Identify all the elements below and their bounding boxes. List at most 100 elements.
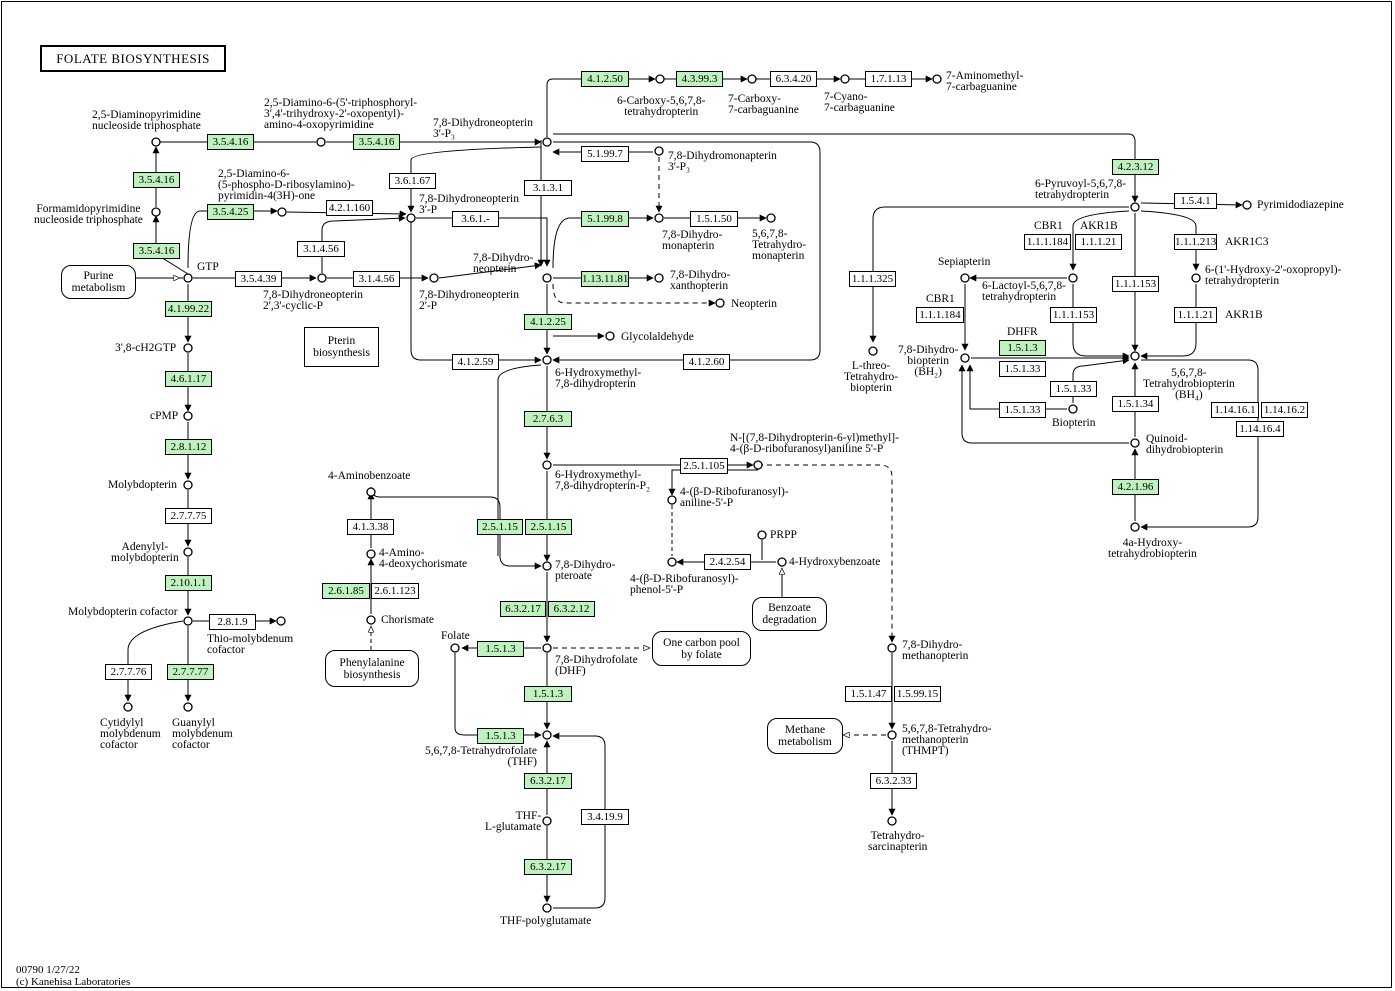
enzyme-box[interactable]: 6.3.2.17 bbox=[524, 773, 572, 789]
enzyme-box[interactable]: 1.5.1.33 bbox=[999, 361, 1046, 377]
enzyme-box[interactable]: 3.1.4.56 bbox=[353, 271, 400, 287]
compound-label: PRPP bbox=[770, 529, 797, 541]
enzyme-box[interactable]: 4.2.1.96 bbox=[1112, 479, 1159, 495]
enzyme-box[interactable]: 1.1.1.21 bbox=[1174, 307, 1217, 323]
enzyme-box[interactable]: 1.1.1.21 bbox=[1075, 234, 1122, 250]
enzyme-box[interactable]: 4.1.2.25 bbox=[524, 314, 572, 330]
enzyme-box[interactable]: 4.1.3.38 bbox=[347, 519, 394, 535]
enzyme-box[interactable]: 1.5.1.3 bbox=[477, 728, 524, 744]
gene-label: CBR1 bbox=[1034, 220, 1063, 232]
enzyme-box[interactable]: 1.14.16.1 bbox=[1211, 402, 1259, 418]
compound-label: 7,8-Dihydro- monapterin bbox=[662, 229, 723, 252]
compound-label: Thio-molybdenum cofactor bbox=[207, 633, 294, 656]
enzyme-box[interactable]: 3.5.4.39 bbox=[235, 271, 282, 287]
enzyme-box[interactable]: 3.5.4.16 bbox=[207, 134, 254, 150]
enzyme-box[interactable]: 6.3.4.20 bbox=[770, 71, 817, 87]
compound-label: 4a-Hydroxy- tetrahydrobiopterin bbox=[1108, 537, 1197, 560]
enzyme-box[interactable]: 4.2.3.12 bbox=[1112, 159, 1159, 175]
gene-label: AKR1B bbox=[1080, 220, 1118, 232]
enzyme-box[interactable]: 3.6.1.67 bbox=[389, 173, 436, 189]
map-link-pterin-biosynthesis[interactable]: Pterin biosynthesis bbox=[304, 327, 379, 367]
enzyme-box[interactable]: 3.1.3.1 bbox=[524, 180, 572, 196]
enzyme-box[interactable]: 3.5.4.16 bbox=[133, 243, 180, 259]
enzyme-box[interactable]: 6.3.2.17 bbox=[524, 859, 572, 875]
compound-label: Sepiapterin bbox=[938, 256, 991, 268]
enzyme-box[interactable]: 4.1.2.60 bbox=[683, 354, 730, 370]
enzyme-box[interactable]: 1.5.1.34 bbox=[1112, 396, 1159, 412]
compound-label: 5,6,7,8-Tetrahydrofolate (THF) bbox=[425, 745, 537, 768]
enzyme-box[interactable]: 1.1.1.153 bbox=[1112, 276, 1159, 292]
enzyme-box[interactable]: 4.2.1.160 bbox=[326, 200, 373, 216]
enzyme-box[interactable]: 3.5.4.16 bbox=[353, 134, 400, 150]
map-title: FOLATE BIOSYNTHESIS bbox=[40, 45, 226, 72]
enzyme-box[interactable]: 1.5.1.3 bbox=[999, 340, 1046, 356]
compound-label: 6-Hydroxymethyl- 7,8-dihydropterin-P₂ bbox=[555, 469, 651, 492]
enzyme-box[interactable]: 5.1.99.7 bbox=[581, 146, 629, 162]
enzyme-box[interactable]: 1.14.16.4 bbox=[1236, 421, 1284, 437]
enzyme-box[interactable]: 2.10.1.1 bbox=[165, 575, 212, 591]
enzyme-box[interactable]: 2.4.2.54 bbox=[704, 554, 751, 570]
map-link-one-carbon-pool[interactable]: One carbon pool by folate bbox=[652, 631, 751, 666]
enzyme-box[interactable]: 6.3.2.12 bbox=[548, 601, 595, 617]
compound-label: 7-Cyano- 7-carbaguanine bbox=[824, 91, 895, 114]
enzyme-box[interactable]: 2.7.7.77 bbox=[167, 664, 214, 680]
enzyme-box[interactable]: 1.5.1.3 bbox=[477, 641, 524, 657]
enzyme-box[interactable]: 2.5.1.15 bbox=[477, 519, 523, 535]
compound-label: 7,8-Dihydroneopterin 2',3'-cyclic-P bbox=[263, 289, 363, 312]
compound-label: 5,6,7,8- Tetrahydrobiopterin (BH₄) bbox=[1143, 367, 1235, 401]
enzyme-box[interactable]: 1.5.4.1 bbox=[1174, 193, 1217, 209]
enzyme-box[interactable]: 2.5.1.15 bbox=[525, 519, 572, 535]
enzyme-box[interactable]: 3.4.19.9 bbox=[581, 809, 629, 825]
enzyme-box[interactable]: 6.3.2.17 bbox=[500, 601, 546, 617]
enzyme-box[interactable]: 2.7.7.76 bbox=[105, 664, 152, 680]
enzyme-box[interactable]: 3.6.1.- bbox=[452, 211, 499, 227]
enzyme-box[interactable]: 1.13.11.81 bbox=[581, 271, 629, 287]
enzyme-box[interactable]: 4.1.2.50 bbox=[581, 71, 629, 87]
enzyme-box[interactable]: 1.5.99.15 bbox=[894, 686, 941, 702]
enzyme-box[interactable]: 2.8.1.12 bbox=[165, 439, 212, 455]
compound-nodes bbox=[123, 74, 1252, 913]
enzyme-box[interactable]: 1.7.1.13 bbox=[865, 71, 912, 87]
enzyme-box[interactable]: 3.5.4.25 bbox=[207, 204, 254, 220]
enzyme-box[interactable]: 2.7.7.75 bbox=[165, 508, 212, 524]
map-link-purine-metabolism[interactable]: Purine metabolism bbox=[61, 265, 136, 299]
enzyme-box[interactable]: 2.7.6.3 bbox=[524, 411, 572, 427]
enzyme-box[interactable]: 1.5.1.47 bbox=[845, 686, 892, 702]
enzyme-box[interactable]: 1.5.1.33 bbox=[999, 402, 1046, 418]
enzyme-box[interactable]: 1.1.1.213 bbox=[1174, 234, 1217, 250]
compound-label: 7,8-Dihydro- neopterin bbox=[473, 252, 534, 275]
enzyme-box[interactable]: 4.1.99.22 bbox=[165, 301, 212, 317]
enzyme-box[interactable]: 2.8.1.9 bbox=[209, 614, 256, 630]
enzyme-box[interactable]: 1.14.16.2 bbox=[1261, 402, 1308, 418]
compound-label: 6-Pyruvoyl-5,6,7,8- tetrahydropterin bbox=[1035, 178, 1127, 201]
enzyme-box[interactable]: 1.1.1.184 bbox=[1024, 234, 1071, 250]
map-link-methane-metabolism[interactable]: Methane metabolism bbox=[767, 718, 843, 754]
enzyme-box[interactable]: 3.1.4.56 bbox=[297, 241, 345, 257]
compound-label: 7-Carboxy- 7-carbaguanine bbox=[728, 93, 799, 116]
enzyme-box[interactable]: 2.6.1.123 bbox=[371, 583, 419, 599]
enzyme-box[interactable]: 1.1.1.325 bbox=[849, 271, 896, 287]
compound-label: GTP bbox=[197, 261, 219, 273]
enzyme-box[interactable]: 4.1.2.59 bbox=[452, 354, 499, 370]
map-link-benzoate-degradation[interactable]: Benzoate degradation bbox=[752, 597, 827, 631]
enzyme-box[interactable]: 1.5.1.33 bbox=[1050, 381, 1097, 397]
compound-label: 3',8-cH2GTP bbox=[115, 342, 177, 354]
enzyme-box[interactable]: 1.5.1.50 bbox=[690, 211, 738, 227]
enzyme-box[interactable]: 5.1.99.8 bbox=[581, 211, 629, 227]
enzyme-box[interactable]: 1.1.1.184 bbox=[916, 307, 964, 323]
compound-label: 7,8-Dihydroneopterin 3'-P bbox=[419, 193, 519, 216]
map-link-phenylalanine-biosynthesis[interactable]: Phenylalanine biosynthesis bbox=[325, 650, 419, 687]
enzyme-box[interactable]: 6.3.2.33 bbox=[870, 773, 917, 789]
compound-label: 7,8-Dihydro- pteroate bbox=[555, 559, 616, 582]
enzyme-box[interactable]: 4.6.1.17 bbox=[165, 371, 212, 387]
enzyme-box[interactable]: 2.5.1.105 bbox=[680, 458, 728, 474]
enzyme-box[interactable]: 1.5.1.3 bbox=[524, 686, 572, 702]
compound-label: Molybdopterin cofactor bbox=[68, 606, 178, 618]
enzyme-box[interactable]: 1.1.1.153 bbox=[1050, 307, 1097, 323]
enzyme-box[interactable]: 2.6.1.85 bbox=[322, 583, 370, 599]
gene-label: AKR1B bbox=[1225, 309, 1263, 321]
enzyme-box[interactable]: 3.5.4.16 bbox=[133, 172, 180, 188]
compound-label: 2,5-Diaminopyrimidine nucleoside triphos… bbox=[92, 109, 201, 132]
enzyme-box[interactable]: 4.3.99.3 bbox=[676, 71, 723, 87]
